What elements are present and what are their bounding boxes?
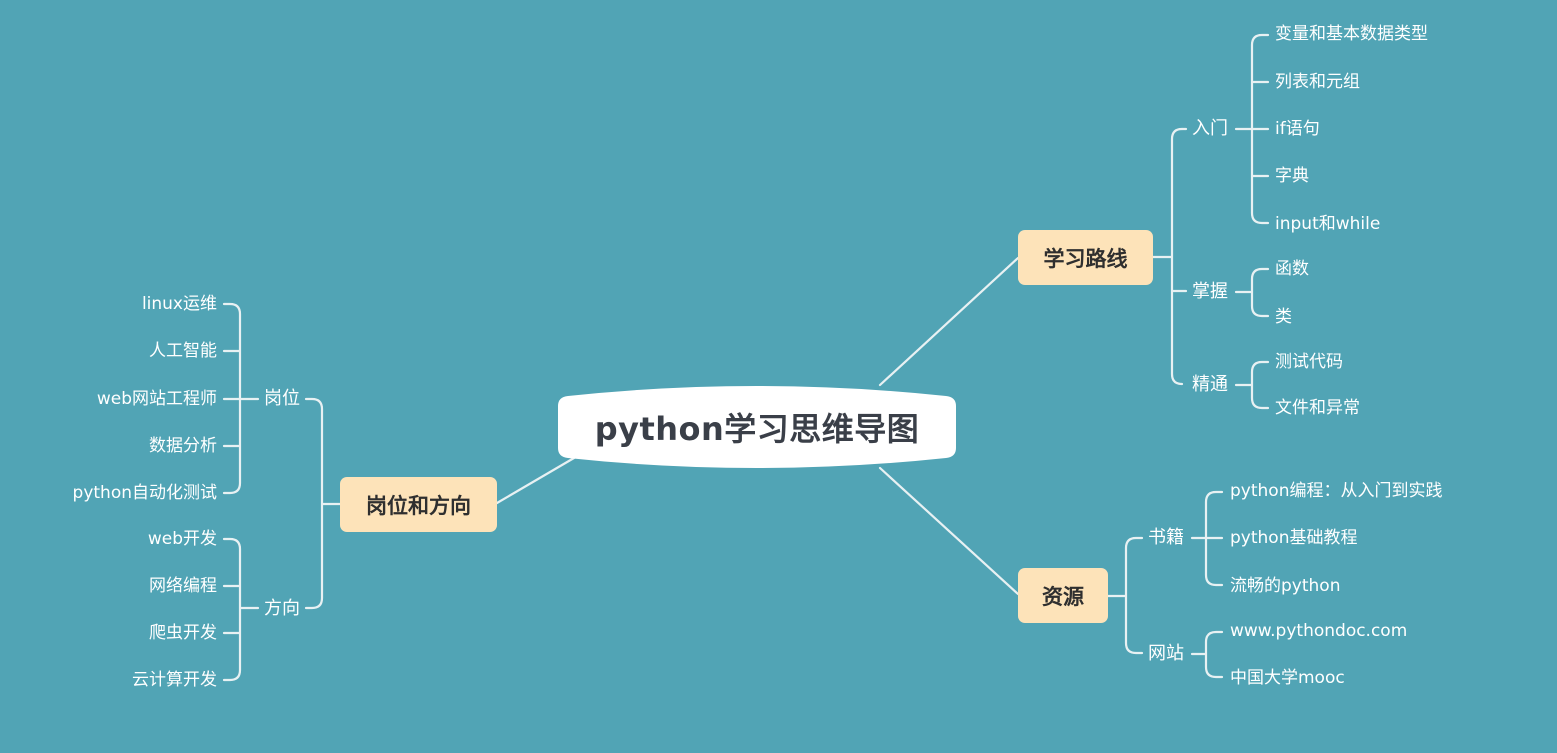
subtopic-positions[interactable]: 岗位 (264, 388, 300, 409)
main-topic-resources[interactable]: 资源 (1018, 568, 1108, 623)
connector-center-to-learning-path (878, 256, 1020, 387)
leaf-topic[interactable]: python自动化测试 (72, 483, 217, 503)
leaf-topic[interactable]: 数据分析 (149, 436, 217, 456)
leaf-topic[interactable]: 云计算开发 (132, 670, 217, 690)
leaf-topic[interactable]: 流畅的python (1230, 576, 1341, 596)
leaf-topic[interactable]: 列表和元组 (1275, 72, 1360, 92)
leaf-topic[interactable]: 网络编程 (149, 576, 217, 596)
leaf-topic[interactable]: 函数 (1275, 259, 1309, 279)
connector-websites-items (1190, 630, 1224, 679)
connector-center-to-resources (878, 466, 1020, 596)
leaf-topic[interactable]: 文件和异常 (1275, 398, 1360, 418)
subtopic-master[interactable]: 掌握 (1192, 281, 1228, 302)
leaf-topic[interactable]: input和while (1275, 214, 1381, 234)
main-topic-jobs-and-directions[interactable]: 岗位和方向 (340, 477, 497, 532)
leaf-topic[interactable]: www.pythondoc.com (1230, 621, 1408, 641)
leaf-topic[interactable]: web网站工程师 (96, 389, 217, 409)
subtopic-entry[interactable]: 入门 (1192, 118, 1228, 139)
leaf-topic[interactable]: linux运维 (141, 294, 217, 314)
connector-master-items (1234, 267, 1270, 318)
leaf-topic[interactable]: 测试代码 (1275, 352, 1343, 372)
leaf-topic[interactable]: 人工智能 (149, 341, 217, 361)
central-topic-node[interactable]: python学习思维导图 (558, 382, 956, 472)
leaf-topic[interactable]: python编程：从入门到实践 (1230, 481, 1443, 501)
leaf-topic[interactable]: 字典 (1275, 166, 1309, 186)
connector-positions-items (222, 302, 260, 495)
leaf-topic[interactable]: python基础教程 (1230, 528, 1358, 548)
main-topic-learning-path-label: 学习路线 (1043, 246, 1128, 271)
leaf-topic[interactable]: web开发 (147, 529, 217, 549)
central-topic-shape (558, 386, 956, 468)
leaf-topic[interactable]: 变量和基本数据类型 (1275, 24, 1428, 44)
leaf-topic[interactable]: 类 (1275, 307, 1292, 327)
connector-entry-items (1234, 33, 1270, 225)
subtopic-proficient[interactable]: 精通 (1192, 374, 1228, 395)
subtopic-websites[interactable]: 网站 (1148, 643, 1184, 664)
connector-books-items (1190, 490, 1224, 587)
connector-center-to-jobs (495, 456, 576, 505)
connector-learning-path-groups (1151, 127, 1188, 386)
main-topic-jobs-and-directions-label: 岗位和方向 (366, 493, 471, 518)
central-topic-label: python学习思维导图 (594, 410, 920, 448)
subtopic-books[interactable]: 书籍 (1148, 527, 1184, 548)
leaf-topic[interactable]: 中国大学mooc (1230, 668, 1345, 688)
subtopic-directions[interactable]: 方向 (264, 598, 300, 619)
leaf-topic[interactable]: if语句 (1275, 119, 1320, 139)
connector-directions-items (222, 537, 260, 682)
connector-proficient-items (1234, 360, 1270, 410)
leaf-topic[interactable]: 爬虫开发 (149, 623, 217, 643)
main-topic-learning-path[interactable]: 学习路线 (1018, 230, 1153, 285)
connector-jobs-groups (304, 397, 342, 610)
main-topic-resources-label: 资源 (1042, 584, 1084, 609)
connector-resources-groups (1106, 536, 1144, 655)
